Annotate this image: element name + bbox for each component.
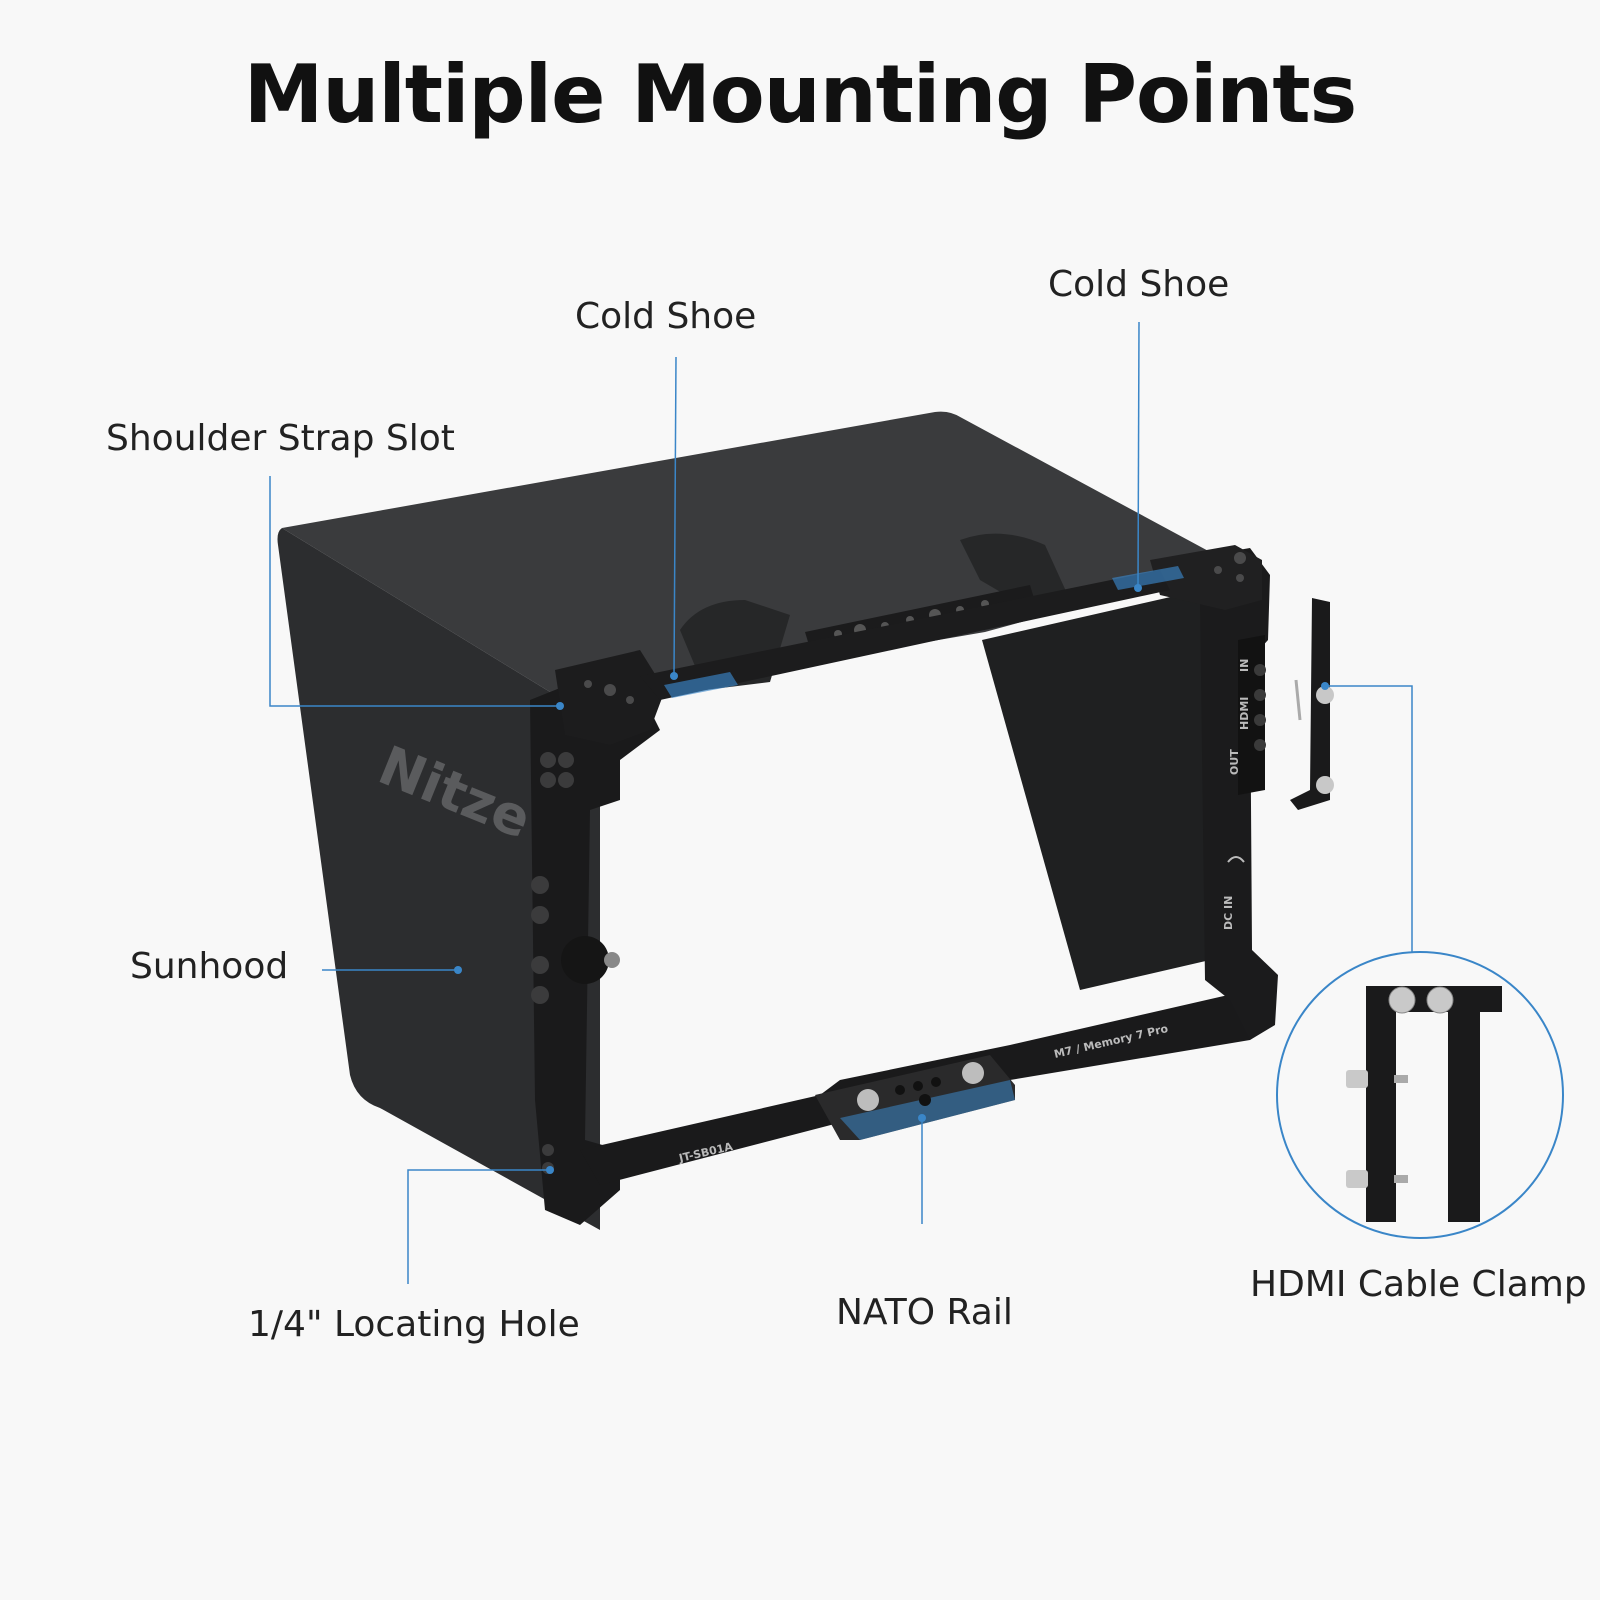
label-sunhood: Sunhood xyxy=(130,946,289,987)
callout-lines xyxy=(269,321,1413,1284)
port-label-hdmi: HDMI xyxy=(1238,697,1251,730)
label-locating-hole: 1/4" Locating Hole xyxy=(248,1304,580,1345)
cage-top-bar xyxy=(640,570,1170,700)
sunhood-left-panel xyxy=(277,528,600,1230)
label-hdmi-cable-clamp: HDMI Cable Clamp xyxy=(1250,1264,1587,1305)
port-label-dc-in: DC IN xyxy=(1222,896,1235,930)
hdmi-clamp-mounted-screws xyxy=(1294,679,1334,794)
nato-rail-highlight xyxy=(840,1080,1015,1140)
cage-top-right-block xyxy=(1150,545,1262,610)
nato-rail-screws xyxy=(857,1062,984,1111)
hdmi-clamp-mounted xyxy=(1290,598,1330,810)
cage-side-knob xyxy=(561,936,609,984)
callout-line-hdmi-clamp xyxy=(1325,685,1413,952)
cage-top-left-holes xyxy=(584,680,634,704)
hdmi-clamp-detail-circle xyxy=(1276,951,1564,1239)
cage-top-left-block xyxy=(555,650,665,745)
cage-left-bar xyxy=(530,677,660,1225)
label-nato-rail: NATO Rail xyxy=(836,1292,1013,1333)
label-shoulder-strap-slot: Shoulder Strap Slot xyxy=(106,418,455,459)
callout-line-shoulder-strap xyxy=(269,476,560,707)
hdmi-clamp-detail xyxy=(1346,986,1502,1222)
cold-shoe-left-highlight xyxy=(664,672,738,698)
callout-line-cold-shoe-right xyxy=(1137,321,1140,589)
cage-left-holes xyxy=(531,752,574,1174)
sunhood-right-flap xyxy=(982,588,1210,990)
cage-side-screw xyxy=(604,952,620,968)
cage-right-bar xyxy=(1180,548,1278,1040)
callout-line-locating-hole xyxy=(407,1169,550,1284)
callout-line-cold-shoe-left xyxy=(673,356,677,677)
callout-dots xyxy=(454,584,1329,1174)
port-label-in: IN xyxy=(1238,659,1251,672)
cage-top-right-holes xyxy=(1214,552,1246,582)
port-panel-holes xyxy=(1254,664,1266,751)
cold-shoe-right-highlight xyxy=(1112,566,1184,590)
headphone-icon xyxy=(1227,856,1245,863)
label-cold-shoe-right: Cold Shoe xyxy=(1048,264,1230,305)
port-label-out: OUT xyxy=(1228,749,1241,775)
label-cold-shoe-left: Cold Shoe xyxy=(575,296,757,337)
page-title: Multiple Mounting Points xyxy=(243,48,1357,141)
